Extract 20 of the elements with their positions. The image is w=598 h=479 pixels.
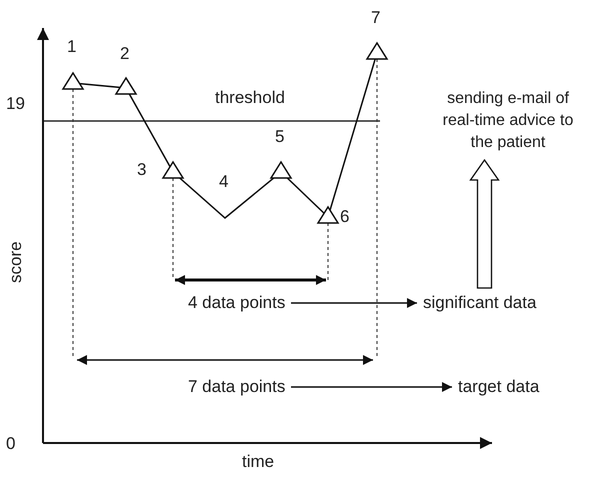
point-number: 2 [120, 44, 130, 64]
arrow [291, 382, 452, 392]
text-label: 7 data points [188, 376, 286, 398]
annotation-label: threshold [215, 88, 285, 108]
arrow [469, 158, 500, 289]
text-label: 4 data points [188, 292, 286, 314]
point-number: 7 [371, 8, 380, 28]
point-number: 4 [219, 172, 228, 192]
tick-label: 19 [6, 94, 25, 114]
point-number: 6 [340, 207, 350, 227]
point-number: 3 [137, 160, 146, 180]
text-label: sending e-mail of real-time advice to the patient [433, 88, 583, 154]
text-label: significant data [423, 292, 536, 314]
point-number: 5 [275, 127, 284, 147]
point-number: 1 [67, 37, 76, 57]
text-label: target data [458, 376, 540, 398]
arrow [291, 298, 417, 308]
axis-title: score [6, 241, 26, 283]
axis-title: time [242, 452, 274, 472]
tick-label: 0 [6, 434, 16, 454]
